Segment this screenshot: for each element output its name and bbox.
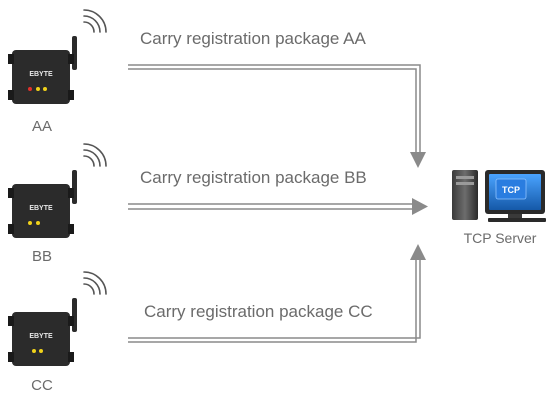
wifi-signal-icon [83,143,107,167]
monitor-icon: TCP [485,170,546,222]
device-aa: EBYTE AA [8,9,107,135]
antenna-icon [72,36,77,70]
antenna-icon [72,170,77,204]
connection-aa [128,64,426,168]
led-yellow [36,221,40,225]
arrowhead-bb [412,198,428,215]
led-yellow [36,87,40,91]
connection-cc [128,244,426,343]
arrowhead-cc [410,244,426,260]
device-body [12,312,70,366]
led-yellow [39,349,43,353]
device-brand: EBYTE [29,333,53,340]
arrowhead-aa [410,152,426,168]
wifi-signal-icon [83,271,107,295]
message-cc: Carry registration package CC [144,302,373,321]
device-brand: EBYTE [29,205,53,212]
led-red [28,87,32,91]
device-brand: EBYTE [29,71,53,78]
device-bb: EBYTE BB [8,143,107,265]
device-body [12,50,70,104]
device-body [12,184,70,238]
led-yellow [28,221,32,225]
led-yellow [32,349,36,353]
wifi-signal-icon [83,9,107,33]
device-label-cc: CC [31,377,53,394]
message-bb: Carry registration package BB [140,168,367,187]
device-cc: EBYTE CC [8,271,107,394]
tcp-server: TCP TCP Server [452,170,546,246]
server-label: TCP Server [464,230,537,246]
device-label-bb: BB [32,248,52,265]
device-label-aa: AA [32,118,52,135]
connection-bb [128,198,428,215]
message-aa: Carry registration package AA [140,29,366,48]
server-screen-text: TCP [502,185,520,195]
led-yellow [43,87,47,91]
antenna-icon [72,298,77,332]
